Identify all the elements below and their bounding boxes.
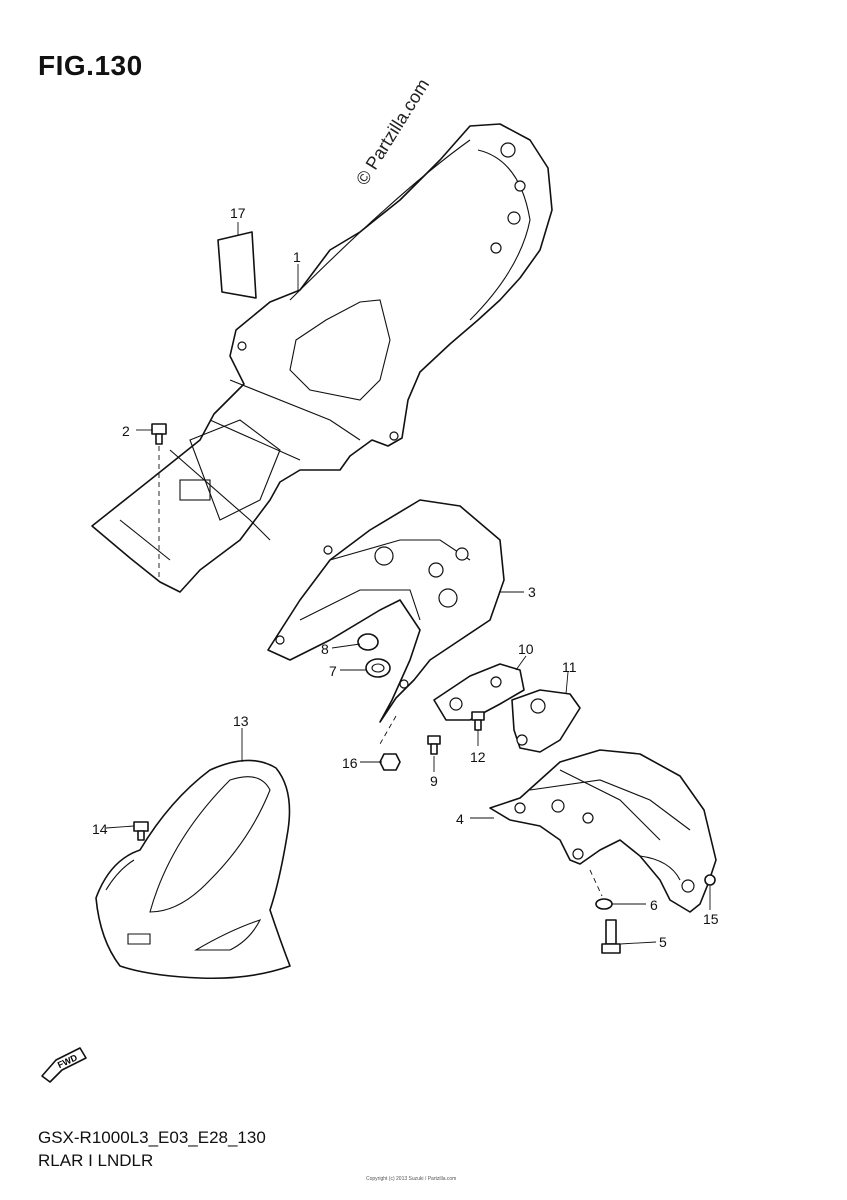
callout-7[interactable]: 7 [329,663,337,679]
callout-16[interactable]: 16 [342,755,358,771]
callout-1[interactable]: 1 [293,249,301,265]
callout-10[interactable]: 10 [518,641,534,657]
callout-15[interactable]: 15 [703,911,719,927]
part-10-bracket[interactable] [433,663,525,721]
part-4-mudguard[interactable] [489,749,717,913]
callout-5[interactable]: 5 [659,934,667,950]
callout-17[interactable]: 17 [230,205,246,221]
part-2-bolt[interactable] [151,423,167,580]
callout-12[interactable]: 12 [470,749,486,765]
figure-title: FIG.130 [38,50,143,81]
copyright-text: Copyright (c) 2013 Suzuki / Partzilla.co… [366,1176,457,1182]
part-5-bolt[interactable] [601,919,621,954]
leader-lines [105,222,711,945]
callout-6[interactable]: 6 [650,897,658,913]
part-15-nut[interactable] [704,874,716,886]
part-9-screw[interactable] [427,735,441,755]
part-17-label[interactable] [217,231,257,299]
callout-3[interactable]: 3 [528,584,536,600]
part-3-fender-bracket[interactable] [267,499,505,723]
part-14-screw[interactable] [133,821,149,841]
part-7-grommet[interactable] [365,658,391,678]
section-name: RLAR I LNDLR [38,1151,154,1170]
callout-8[interactable]: 8 [321,641,329,657]
part-11-bracket[interactable] [511,689,581,753]
callout-2[interactable]: 2 [122,423,130,439]
part-13-hugger[interactable] [95,759,291,980]
callout-11[interactable]: 11 [562,659,577,675]
part-1-rear-fender-upper[interactable] [91,123,553,593]
part-6-washer[interactable] [589,869,613,910]
callout-4[interactable]: 4 [456,811,464,827]
part-12-screw[interactable] [471,711,485,731]
fwd-arrow-icon: FWD [41,1047,87,1083]
callout-14[interactable]: 14 [92,821,108,837]
model-code: GSX-R1000L3_E03_E28_130 [38,1128,266,1147]
part-8-cushion[interactable] [357,633,379,651]
part-16-nut[interactable] [379,715,401,771]
callout-13[interactable]: 13 [233,713,249,729]
callout-9[interactable]: 9 [430,773,438,789]
